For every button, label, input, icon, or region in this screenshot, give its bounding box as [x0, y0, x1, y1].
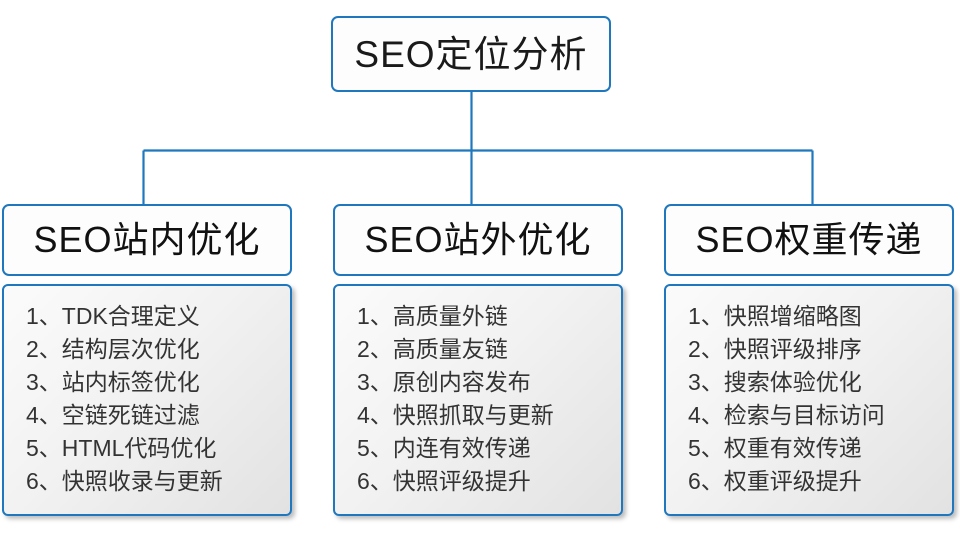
- list-item-text: 快照抓取与更新: [392, 402, 554, 428]
- list-item: 5、 权重有效传递: [688, 432, 946, 465]
- branch-column-3: SEO权重传递 1、 快照增缩略图 2、 快照评级排序 3、 搜索体验优化 4、: [664, 204, 954, 516]
- branch-header-label: SEO权重传递: [695, 219, 923, 260]
- list-item: 4、 快照抓取与更新: [357, 399, 615, 432]
- list-item-text: 快照收录与更新: [61, 468, 223, 494]
- list-item-index: 1、: [357, 303, 393, 329]
- list-item-index: 3、: [26, 369, 62, 395]
- list-item-text: 权重有效传递: [723, 435, 862, 461]
- list-item-text: 快照评级提升: [392, 468, 531, 494]
- list-item: 1、 高质量外链: [357, 300, 615, 333]
- list-item-text: 搜索体验优化: [723, 369, 862, 395]
- list-item-index: 6、: [357, 468, 393, 494]
- list-item-text: 快照增缩略图: [723, 303, 862, 329]
- list-item: 1、 TDK合理定义: [26, 300, 284, 333]
- list-item: 3、 搜索体验优化: [688, 366, 946, 399]
- branch-item-list-3: 1、 快照增缩略图 2、 快照评级排序 3、 搜索体验优化 4、 检索与目标访问…: [688, 300, 946, 498]
- list-item: 4、 检索与目标访问: [688, 399, 946, 432]
- list-item-index: 3、: [357, 369, 393, 395]
- list-item: 6、 快照收录与更新: [26, 465, 284, 498]
- list-item-index: 4、: [26, 402, 62, 428]
- list-item-index: 1、: [688, 303, 724, 329]
- list-item-index: 2、: [26, 336, 62, 362]
- list-item-text: HTML代码优化: [61, 435, 217, 461]
- list-item-index: 6、: [688, 468, 724, 494]
- branch-header-label: SEO站外优化: [364, 219, 592, 260]
- list-item: 5、 内连有效传递: [357, 432, 615, 465]
- list-item-text: 高质量外链: [392, 303, 508, 329]
- branch-header-label: SEO站内优化: [33, 219, 261, 260]
- list-item: 3、 站内标签优化: [26, 366, 284, 399]
- branch-panel-2: 1、 高质量外链 2、 高质量友链 3、 原创内容发布 4、 快照抓取与更新 5…: [333, 284, 623, 516]
- branch-item-list-2: 1、 高质量外链 2、 高质量友链 3、 原创内容发布 4、 快照抓取与更新 5…: [357, 300, 615, 498]
- list-item-text: 站内标签优化: [61, 369, 200, 395]
- list-item: 4、 空链死链过滤: [26, 399, 284, 432]
- list-item-text: 内连有效传递: [392, 435, 531, 461]
- branch-header-2: SEO站外优化: [333, 204, 623, 276]
- list-item-text: 原创内容发布: [392, 369, 531, 395]
- branch-panel-1: 1、 TDK合理定义 2、 结构层次优化 3、 站内标签优化 4、 空链死链过滤…: [2, 284, 292, 516]
- root-title: SEO定位分析: [354, 33, 588, 75]
- list-item: 2、 结构层次优化: [26, 333, 284, 366]
- branch-column-2: SEO站外优化 1、 高质量外链 2、 高质量友链 3、 原创内容发布 4、 快: [333, 204, 623, 516]
- list-item-index: 3、: [688, 369, 724, 395]
- list-item-text: 快照评级排序: [723, 336, 862, 362]
- list-item-index: 1、: [26, 303, 62, 329]
- branch-item-list-1: 1、 TDK合理定义 2、 结构层次优化 3、 站内标签优化 4、 空链死链过滤…: [26, 300, 284, 498]
- branch-header-3: SEO权重传递: [664, 204, 954, 276]
- branch-column-1: SEO站内优化 1、 TDK合理定义 2、 结构层次优化 3、 站内标签优化 4…: [2, 204, 292, 516]
- list-item-index: 4、: [688, 402, 724, 428]
- list-item: 5、 HTML代码优化: [26, 432, 284, 465]
- branch-panel-3: 1、 快照增缩略图 2、 快照评级排序 3、 搜索体验优化 4、 检索与目标访问…: [664, 284, 954, 516]
- branch-header-1: SEO站内优化: [2, 204, 292, 276]
- list-item: 6、 快照评级提升: [357, 465, 615, 498]
- list-item-text: 权重评级提升: [723, 468, 862, 494]
- list-item: 2、 快照评级排序: [688, 333, 946, 366]
- list-item-text: 空链死链过滤: [61, 402, 200, 428]
- list-item-text: TDK合理定义: [61, 303, 200, 329]
- list-item-text: 结构层次优化: [61, 336, 200, 362]
- list-item: 3、 原创内容发布: [357, 366, 615, 399]
- list-item-text: 高质量友链: [392, 336, 508, 362]
- list-item: 2、 高质量友链: [357, 333, 615, 366]
- root-node: SEO定位分析: [331, 16, 611, 92]
- list-item-text: 检索与目标访问: [723, 402, 885, 428]
- list-item-index: 5、: [26, 435, 62, 461]
- list-item: 6、 权重评级提升: [688, 465, 946, 498]
- list-item-index: 6、: [26, 468, 62, 494]
- list-item-index: 2、: [688, 336, 724, 362]
- list-item-index: 2、: [357, 336, 393, 362]
- list-item: 1、 快照增缩略图: [688, 300, 946, 333]
- list-item-index: 4、: [357, 402, 393, 428]
- list-item-index: 5、: [357, 435, 393, 461]
- list-item-index: 5、: [688, 435, 724, 461]
